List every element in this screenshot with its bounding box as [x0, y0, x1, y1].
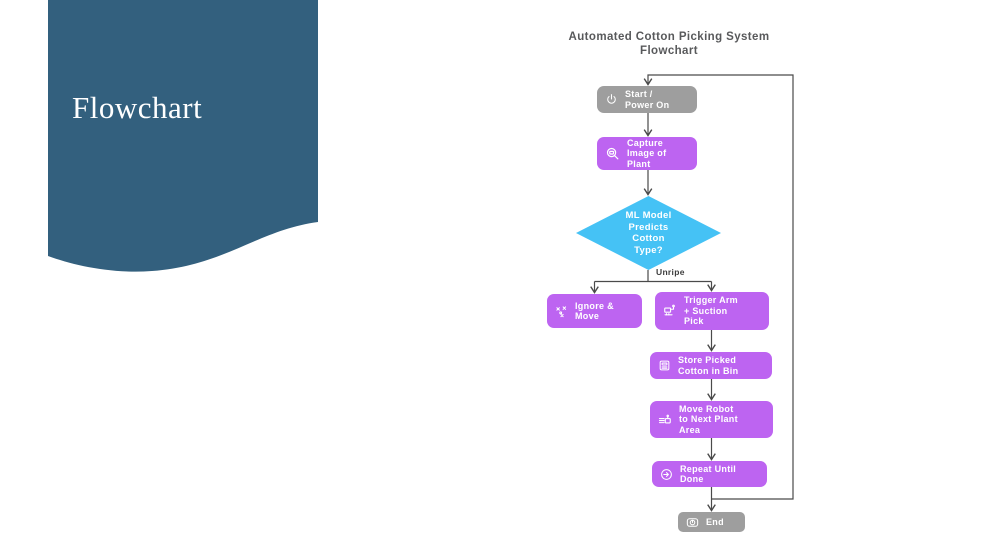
node-store-cotton: Store Picked Cotton in Bin — [650, 352, 772, 379]
node-repeat-label: Repeat Until Done — [680, 463, 737, 485]
search-camera-icon — [605, 136, 620, 172]
node-start-label: Start / Power On — [625, 89, 670, 110]
node-capture-image-label: Capture Image of Plant — [627, 137, 667, 169]
repeat-icon — [660, 457, 673, 491]
node-trigger-arm-label: Trigger Arm + Suction Pick — [684, 295, 738, 327]
node-trigger-arm: Trigger Arm + Suction Pick — [655, 292, 769, 330]
power-icon — [605, 83, 618, 117]
node-start: Start / Power On — [597, 86, 697, 113]
robot-arm-icon — [663, 294, 677, 329]
branch-label-unripe: Unripe — [656, 267, 685, 277]
node-move-robot: Move Robot to Next Plant Area — [650, 401, 773, 438]
slide-title: Flowchart — [72, 90, 203, 125]
node-decision: ML Model Predicts Cotton Type? — [576, 196, 721, 270]
node-end-label: End — [706, 516, 724, 527]
robot-move-icon — [658, 402, 672, 437]
node-ignore-move-label: Ignore & Move — [575, 300, 614, 322]
diagram-title: Automated Cotton Picking System Flowchar… — [568, 31, 770, 57]
node-capture-image: Capture Image of Plant — [597, 137, 697, 170]
node-decision-label: ML Model Predicts Cotton Type? — [625, 210, 672, 256]
node-store-cotton-label: Store Picked Cotton in Bin — [678, 355, 739, 376]
power-off-icon — [686, 505, 699, 539]
node-move-robot-label: Move Robot to Next Plant Area — [679, 403, 738, 435]
node-repeat: Repeat Until Done — [652, 461, 767, 487]
ignore-icon — [555, 294, 568, 328]
node-ignore-move: Ignore & Move — [547, 294, 642, 328]
storage-bin-icon — [658, 349, 671, 383]
node-end: End — [678, 512, 745, 532]
